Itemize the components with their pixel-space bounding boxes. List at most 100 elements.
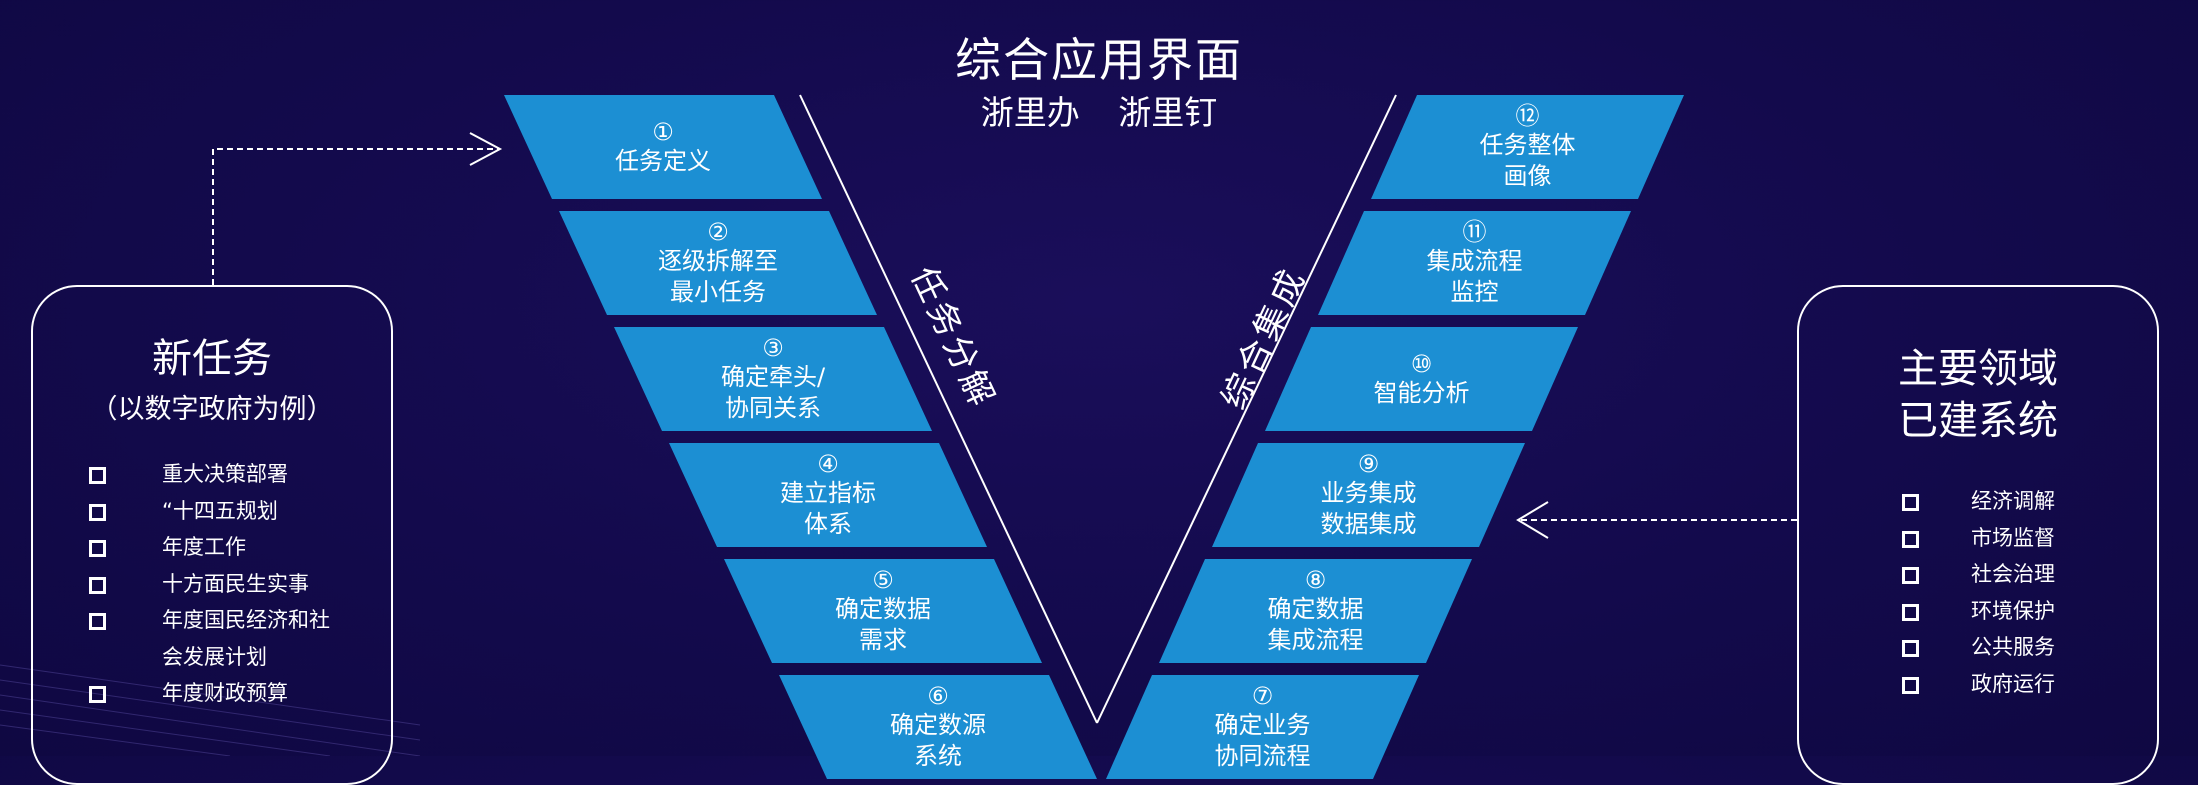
step-label-line: 最小任务 xyxy=(670,278,766,306)
title-line-1: 主要领域 xyxy=(1898,346,2058,392)
list-item-text: 十方面民生实事 xyxy=(162,571,309,596)
title-line-2: 已建系统 xyxy=(1898,398,2058,444)
square-bullet-icon xyxy=(89,467,106,484)
list-item: “十四五规划 xyxy=(89,493,330,530)
step-number: ⑦ xyxy=(1251,682,1274,710)
subtitle-zheliding: 浙里钉 xyxy=(1118,93,1218,132)
new-task-title: 新任务 xyxy=(152,336,272,382)
step-label-line: 确定数据 xyxy=(1267,595,1364,623)
step-label-line: 确定业务 xyxy=(1214,711,1311,739)
list-item: 环境保护 xyxy=(1902,593,2055,630)
decorative-lines xyxy=(0,94,1797,756)
step-number: ② xyxy=(707,218,729,246)
systems-arrow xyxy=(1516,501,1797,539)
step-number: ⑨ xyxy=(1357,450,1380,478)
step-label-line: 业务集成 xyxy=(1320,479,1417,507)
step-label-line: 集成流程 xyxy=(1426,247,1523,275)
new-task-panel: 新任务 （以数字政府为例） 重大决策部署 “十四五规划年度工作十方面民生实事年度国… xyxy=(31,285,393,785)
list-item-text: “十四五规划 xyxy=(162,498,278,523)
square-bullet-icon xyxy=(89,613,106,630)
list-item-text: 环境保护 xyxy=(1971,598,2055,623)
step-label-line: 需求 xyxy=(859,626,907,654)
list-item: 会发展计划 xyxy=(89,639,330,676)
step-label-line: 集成流程 xyxy=(1267,626,1364,654)
step-label-line: 体系 xyxy=(804,510,852,538)
step-label-line: 数据集成 xyxy=(1320,510,1417,538)
step-label-line: 监控 xyxy=(1450,278,1499,306)
list-item-text: 年度财政预算 xyxy=(162,681,288,705)
list-item-text: 公共服务 xyxy=(1971,635,2055,659)
list-item-text: 经济调解 xyxy=(1971,489,2055,513)
new-task-subtitle: （以数字政府为例） xyxy=(90,394,334,425)
step-number: ⑧ xyxy=(1304,566,1327,594)
list-item-text: 社会治理 xyxy=(1971,562,2055,586)
v-line-left xyxy=(799,94,1098,724)
square-bullet-icon xyxy=(1902,567,1919,584)
square-bullet-icon xyxy=(1902,603,1919,621)
step-label-line: 确定牵头/ xyxy=(720,363,826,391)
list-item-text: 年度国民经济和社 xyxy=(162,608,330,632)
list-item-text: 会发展计划 xyxy=(162,644,267,669)
step-label-line: 画像 xyxy=(1503,162,1552,190)
square-bullet-icon xyxy=(1902,676,1919,694)
list-item: 社会治理 xyxy=(1902,556,2055,593)
new-task-list: 重大决策部署 “十四五规划年度工作十方面民生实事年度国民经济和社会发展计划年度财政… xyxy=(89,456,330,712)
square-bullet-icon xyxy=(89,686,106,703)
v-line-right xyxy=(1096,94,1397,724)
step-label-line: 系统 xyxy=(914,742,962,770)
list-item: 年度工作 xyxy=(89,529,330,566)
list-item: 十方面民生实事 xyxy=(89,566,330,603)
step-number: ③ xyxy=(762,334,784,362)
step-label-line: 智能分析 xyxy=(1373,378,1470,407)
step-number: ⑫ xyxy=(1515,102,1540,130)
step-label-line: 逐级拆解至 xyxy=(658,247,778,275)
list-item-text: 政府运行 xyxy=(1971,671,2055,696)
main-title: 综合应用界面 xyxy=(955,33,1243,87)
square-bullet-icon xyxy=(89,503,106,521)
list-item-text: 重大决策部署 xyxy=(162,462,288,486)
step-label-line: 协同流程 xyxy=(1214,742,1311,770)
list-item-text: 市场监督 xyxy=(1971,525,2055,550)
list-item: 经济调解 xyxy=(1902,483,2055,520)
step-label-line: 任务定义 xyxy=(615,146,711,175)
list-item: 重大决策部署 xyxy=(89,456,330,493)
list-item-text: 年度工作 xyxy=(162,535,246,559)
step-label-line: 任务整体 xyxy=(1479,131,1576,159)
list-item: 公共服务 xyxy=(1902,629,2055,666)
step-label-line: 协同关系 xyxy=(725,394,821,422)
step-number: ④ xyxy=(817,450,839,478)
subtitle: 浙里办 浙里钉 xyxy=(0,86,2198,134)
square-bullet-icon xyxy=(1902,494,1919,511)
existing-systems-list: 经济调解市场监督社会治理环境保护公共服务政府运行 xyxy=(1902,483,2055,702)
existing-systems-panel: 主要领域 已建系统 经济调解市场监督社会治理环境保护公共服务政府运行 xyxy=(1797,285,2159,785)
list-item: 年度财政预算 xyxy=(89,675,330,712)
square-bullet-icon xyxy=(89,540,106,557)
list-item: 政府运行 xyxy=(1902,666,2055,703)
step-number: ① xyxy=(652,117,674,146)
step-label-line: 建立指标 xyxy=(780,479,876,507)
step-label-line: 确定数源 xyxy=(890,711,986,739)
square-bullet-icon xyxy=(1902,640,1919,657)
square-bullet-icon xyxy=(89,576,106,594)
step-number: ⑪ xyxy=(1462,218,1487,246)
list-item: 市场监督 xyxy=(1902,520,2055,557)
new-task-arrow xyxy=(212,132,503,285)
step-number: ⑩ xyxy=(1410,349,1433,378)
step-number: ⑤ xyxy=(872,566,894,594)
list-item: 年度国民经济和社 xyxy=(89,602,330,639)
step-number: ⑥ xyxy=(927,682,949,710)
existing-systems-title: 主要领域 已建系统 xyxy=(1799,343,2157,447)
step-label-line: 确定数据 xyxy=(835,595,931,623)
